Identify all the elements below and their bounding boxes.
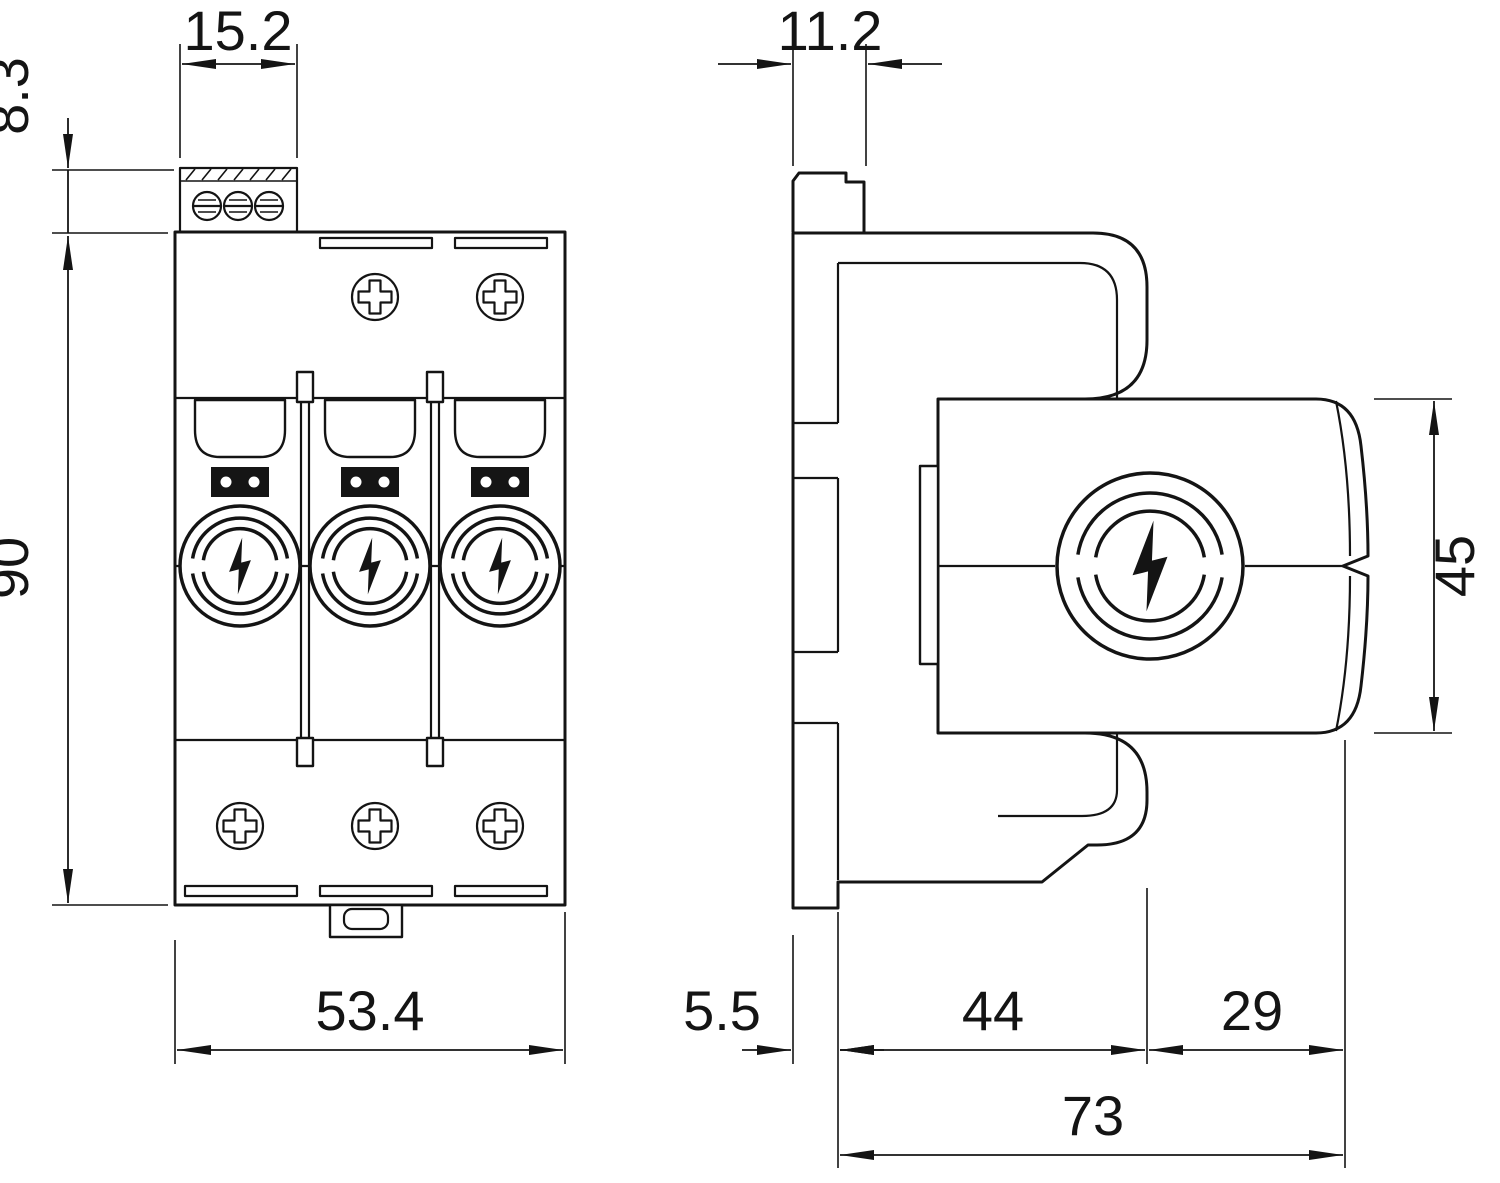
- dim-label-body-height: 90: [0, 537, 40, 599]
- din-rail-channel: [793, 263, 840, 880]
- lightning-bolt-icon: [229, 537, 251, 595]
- phillips-screw-icon: [475, 272, 525, 322]
- dim-total-depth: 73: [840, 1084, 1343, 1160]
- front-module-curve-line: [1334, 400, 1352, 732]
- module-handle: [453, 398, 547, 459]
- slotted-screw-icon: [222, 190, 254, 222]
- dim-rail-offset: 5.5: [683, 912, 884, 1168]
- dim-label-body-width: 53.4: [316, 979, 425, 1042]
- vent-slot: [453, 884, 549, 898]
- module-connector: [341, 467, 399, 497]
- module-handle: [323, 398, 417, 459]
- dim-body-width: 53.4: [174, 912, 566, 1064]
- terminal-hatch: [185, 168, 292, 181]
- divider-tab: [425, 736, 445, 768]
- dim-rail-depth: 11.2: [718, 0, 942, 166]
- phillips-screw-icon: [215, 801, 265, 851]
- vent-slot: [318, 884, 434, 898]
- dim-label-terminal-height: 8.3: [0, 57, 40, 135]
- dim-label-housing-depth: 44: [962, 979, 1024, 1042]
- lightning-logo-icon: [178, 504, 302, 628]
- divider-tab: [425, 370, 445, 404]
- vent-slot: [183, 884, 299, 898]
- lightning-logo-icon: [438, 504, 562, 628]
- module-connector: [471, 467, 529, 497]
- housing-inner-contour: [838, 261, 1119, 399]
- dim-body-height: 90: [0, 236, 168, 906]
- phillips-screw-icon: [350, 801, 400, 851]
- dimension-annotations: 15.2 8.3 90 53.4 11.2: [0, 0, 1486, 1168]
- dim-terminal-height: 8.3: [0, 57, 174, 234]
- dim-label-rail-depth: 11.2: [778, 0, 883, 62]
- dim-label-rail-offset: 5.5: [683, 979, 761, 1042]
- dim-label-total-depth: 73: [1062, 1084, 1124, 1147]
- terminal-block: [178, 166, 299, 234]
- phillips-screw-icon: [475, 801, 525, 851]
- slotted-screw-icon: [253, 190, 285, 222]
- divider-tab: [295, 370, 315, 404]
- lightning-logo-icon: [308, 504, 432, 628]
- divider-tab: [295, 736, 315, 768]
- protection-module: [308, 398, 432, 628]
- slotted-screw-icon: [191, 190, 223, 222]
- front-view: [173, 166, 567, 939]
- dim-label-module-depth: 29: [1221, 979, 1283, 1042]
- lightning-logo-icon: [1055, 471, 1245, 661]
- housing-inner-contour: [998, 733, 1119, 818]
- dim-module-depth: 29: [1149, 740, 1346, 1168]
- dim-label-terminal-width: 15.2: [184, 0, 293, 62]
- vent-slot: [318, 236, 434, 250]
- phillips-screw-icon: [350, 272, 400, 322]
- terminal-block-side: [791, 171, 866, 232]
- dim-housing-depth: 44: [840, 888, 1148, 1064]
- rail-release-clip: [328, 903, 404, 939]
- lightning-bolt-icon: [489, 537, 511, 595]
- dim-label-module-height: 45: [1423, 535, 1486, 597]
- lightning-bolt-icon: [359, 537, 381, 595]
- side-view: [791, 171, 1370, 910]
- vent-slot: [453, 236, 549, 250]
- lightning-bolt-icon: [1132, 520, 1168, 612]
- module-handle: [193, 398, 287, 459]
- protection-module: [438, 398, 562, 628]
- module-connector: [211, 467, 269, 497]
- release-latch: [918, 464, 940, 666]
- dim-terminal-width: 15.2: [179, 0, 298, 158]
- dim-module-height: 45: [1374, 398, 1486, 734]
- protection-module: [178, 398, 302, 628]
